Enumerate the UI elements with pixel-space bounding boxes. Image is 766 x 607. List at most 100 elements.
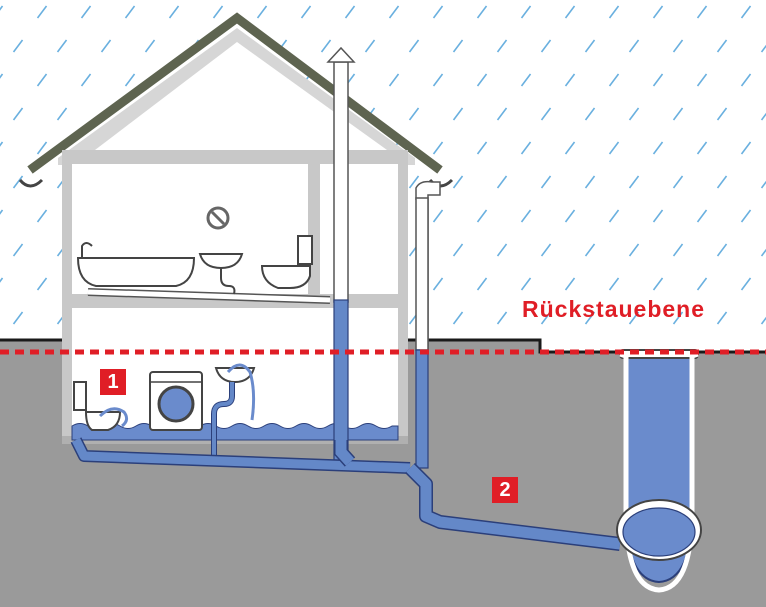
rain-streak [36,277,48,291]
rain-streak [12,243,24,257]
upper-toilet-bowl-icon [260,265,311,289]
rain-streak [452,243,464,257]
rain-streak [564,73,576,87]
rain-streak [476,209,488,223]
rain-streak [432,209,444,223]
rain-streak [760,112,766,121]
rain-streak [520,73,532,87]
rain-streak [716,107,728,121]
rain-streak [168,5,180,19]
rain-streak [496,311,508,325]
rain-streak [672,243,684,257]
rain-streak [628,175,640,189]
rain-streak [56,39,68,53]
rain-streak [496,243,508,257]
rain-streak [476,141,488,155]
rain-streak [36,73,48,87]
rain-streak [12,175,24,189]
rain-streak [36,5,48,19]
rain-streak [364,39,376,53]
rain-streak [564,5,576,19]
rain-streak [144,39,156,53]
rain-streak [740,277,752,291]
rain-streak [760,44,766,53]
rain-streak [716,311,728,325]
rain-streak [432,5,444,19]
backflow-level-label: Rückstauebene [522,296,706,322]
rain-streak [628,311,640,325]
rain-streak [12,311,24,325]
basement-toilet-overflow [98,407,129,428]
rain-streak [0,73,4,79]
rain-streak [0,5,4,11]
rain-streak [628,39,640,53]
no-entry-sign-bar [210,210,226,226]
rain-streak [628,107,640,121]
bathtub-faucet-icon [81,242,93,258]
rain-streak [476,73,488,87]
rain-streak [540,243,552,257]
basement-collector-pipe-fill [71,437,411,473]
rain-streak [256,5,268,19]
rain-streak [388,5,400,19]
rain-streak [408,175,420,189]
rain-streak [344,5,356,19]
sewer-main-pipe-water [622,507,696,557]
attic-floor [62,150,408,164]
rain-streak [432,141,444,155]
rain-streak [584,311,596,325]
rain-streak [520,209,532,223]
rain-streak [760,248,766,257]
basement-toilet-bowl-icon [84,411,122,431]
rain-streak [432,277,444,291]
rain-streak [0,277,4,283]
rain-streak [100,39,112,53]
rain-streak [520,141,532,155]
marker-badge-2: 2 [492,477,518,503]
rain-streak [628,243,640,257]
rain-streak [452,107,464,121]
vent-stack [333,61,349,303]
main-stack-water [333,299,349,461]
rain-streak [80,73,92,87]
rain-streak [432,73,444,87]
rain-streak [584,175,596,189]
rain-streak [584,39,596,53]
rain-streak [740,73,752,87]
rain-streak [0,141,4,147]
rain-downpipe-water [415,349,429,469]
rain-streak [496,107,508,121]
rain-streak [608,277,620,291]
rain-streak [520,277,532,291]
rain-streak [696,5,708,19]
rain-streak [740,141,752,155]
rain-streak [652,209,664,223]
rain-streak [476,5,488,19]
basement-sink-overflow [226,363,256,421]
basement-sink-trap-inner [212,382,234,456]
bathtub-icon [76,257,196,287]
rain-streak [740,5,752,19]
rain-streak [388,73,400,87]
rain-streak [696,73,708,87]
rain-streak [564,209,576,223]
sewer-pipe-fill [406,464,621,550]
rain-streak [452,175,464,189]
rain-downpipe-body [415,197,429,351]
marker-badge-1: 1 [100,369,126,395]
rain-streak [696,277,708,291]
rain-streak [496,39,508,53]
rain-streak [320,39,332,53]
rain-streak [672,175,684,189]
rain-streak [56,107,68,121]
rain-streak [452,39,464,53]
rain-streak [672,107,684,121]
rain-streak [608,73,620,87]
gutter-left [18,178,44,188]
rain-streak [300,5,312,19]
rain-streak [652,5,664,19]
main-stack-to-collector-fill [335,440,355,466]
rain-streak [696,141,708,155]
